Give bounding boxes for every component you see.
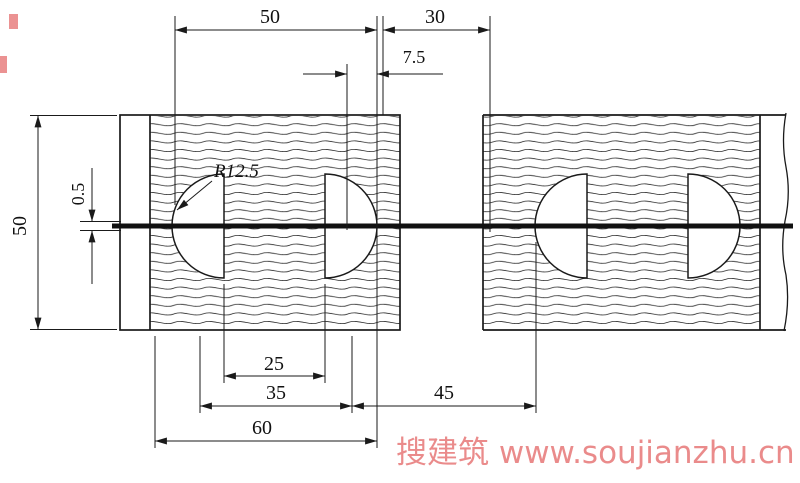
left-board-outline [119,114,401,331]
dim-label-35: 35 [266,382,286,404]
dim-label-45: 45 [434,382,454,404]
wood-grain-hatching [150,116,760,329]
watermark-fragment [9,14,18,29]
dim-label-60: 60 [252,417,272,439]
radius-label: R12.5 [213,161,259,182]
dim-label-height-50: 50 [9,216,31,236]
break-line [782,112,789,332]
dimension-lines [30,16,537,448]
dim-label-top-50: 50 [260,6,280,28]
watermark-fragment [0,56,7,73]
watermark-text: 搜建筑 www.soujianzhu.cn [396,435,795,471]
dim-label-7-5: 7.5 [403,47,426,67]
radius-leader-line [176,180,213,211]
board-outlines [119,112,789,332]
dim-label-0-5: 0.5 [68,183,88,206]
dimension-labels: 50 30 7.5 50 0.5 R12.5 25 35 45 60 [9,6,454,439]
dim-label-top-30: 30 [425,6,445,28]
dim-label-25: 25 [264,353,284,375]
